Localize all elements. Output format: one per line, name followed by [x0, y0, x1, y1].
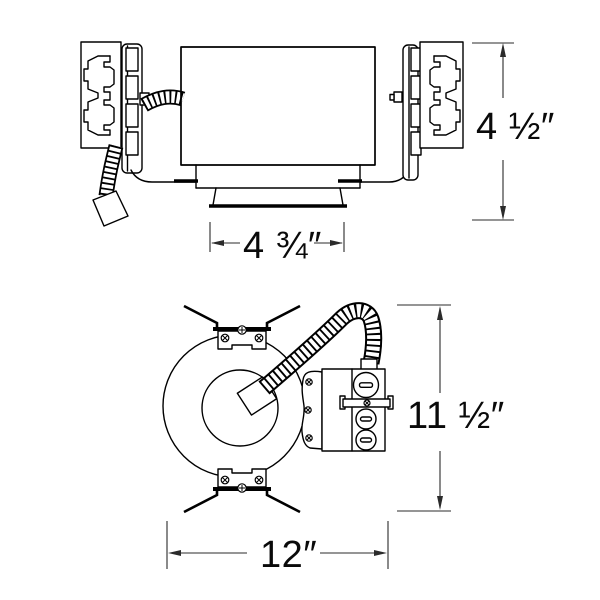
knockout-2: [355, 408, 377, 430]
arrow-down-icon: [437, 496, 443, 510]
arrow-left-icon: [211, 240, 224, 246]
knockouts: [352, 371, 380, 451]
top-view: 11 ½″ 12″: [162, 302, 505, 576]
left-plate-slot-4: [125, 131, 139, 156]
hanger-rails: [130, 169, 410, 183]
mounting-bar: [339, 395, 394, 410]
aperture-circle: [201, 369, 279, 447]
flex-conduit-lower: [92, 144, 129, 227]
top-wing-right: [265, 304, 301, 329]
housing-body: [180, 46, 376, 166]
left-plate-slot-1: [125, 47, 139, 72]
arrow-left-icon: [168, 550, 181, 556]
left-mounting-plate: [121, 43, 150, 174]
left-plate-slot-3: [125, 103, 139, 128]
bottom-wing-right: [265, 489, 301, 514]
arrow-down-icon: [500, 206, 506, 220]
left-junction-box-body: [80, 41, 122, 149]
junction-box-flange: [301, 370, 323, 450]
right-knockout-pattern-inner: [429, 55, 441, 136]
arrow-up-icon: [500, 43, 506, 57]
dim-front-height: 4 ½″: [472, 42, 555, 221]
rail-left: [130, 169, 197, 183]
bottom-bracket: [183, 468, 301, 514]
can-right-wall: [339, 187, 344, 206]
knockout-2-slot: [359, 416, 373, 422]
top-bracket: [183, 304, 301, 350]
housing-ring-outer: [162, 334, 306, 478]
top-wing-left: [183, 304, 219, 329]
bottom-bracket-plate: [217, 468, 267, 488]
bolt-body: [393, 91, 403, 103]
left-plate-slot-2: [125, 75, 139, 100]
arrow-up-icon: [437, 306, 443, 320]
top-bracket-plate: [217, 330, 267, 350]
dim-front-width: 4 ¾″: [209, 222, 345, 267]
left-knockout-pattern: [83, 55, 111, 136]
knockout-1: [352, 371, 380, 399]
rail-right: [359, 169, 410, 183]
plaster-frame: [195, 164, 361, 189]
dim-front-height-label: 4 ½″: [476, 106, 555, 148]
dim-top-height: 11 ½″: [397, 304, 505, 512]
knockout-1-slot: [358, 382, 374, 388]
left-junction-box: [80, 41, 122, 149]
dim-top-width: 12″: [166, 521, 389, 576]
flange-screws: [304, 378, 313, 442]
right-junction-box-body: [419, 41, 464, 149]
bottom-wing-left: [183, 489, 219, 514]
mounting-bolt: [389, 91, 403, 103]
flex-conduit-upper: [140, 89, 186, 112]
right-knockout-pattern: [433, 55, 461, 136]
dim-top-height-label: 11 ½″: [407, 395, 505, 437]
flex-conduit-ribs: [259, 303, 381, 394]
left-knockout-pattern-inner: [103, 55, 115, 136]
flex-conduit-top-view: [258, 302, 383, 395]
flex-conduit-upper-body: [141, 91, 185, 111]
connector-plug: [92, 190, 129, 227]
dim-top-width-label: 12″: [260, 534, 317, 576]
can-left-wall: [212, 187, 217, 206]
knockout-3-slot: [359, 437, 373, 443]
bolt-head: [389, 93, 395, 101]
flex-conduit-lower-ribs: [99, 144, 123, 197]
trim-can: [209, 187, 347, 208]
arrow-right-icon: [374, 550, 387, 556]
front-view: 4 ½″ 4 ¾″: [80, 41, 555, 267]
arrow-right-icon: [330, 240, 343, 246]
right-junction-box: [419, 41, 464, 149]
dim-front-width-label: 4 ¾″: [243, 225, 322, 267]
junction-box-top-view: [301, 368, 394, 452]
right-mounting-plate: [402, 44, 422, 181]
knockout-3: [355, 429, 377, 451]
